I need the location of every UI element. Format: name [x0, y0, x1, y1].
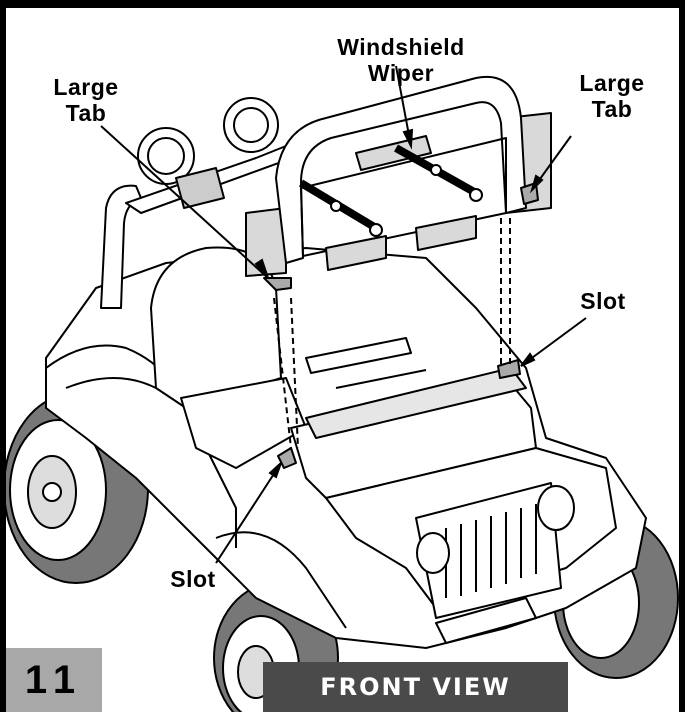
large-tab-right-line2: Tab [591, 96, 633, 122]
windshield-frame [245, 75, 552, 291]
left-slot [277, 447, 297, 469]
step-number-badge: 11 [6, 648, 102, 712]
hood-grille [325, 447, 617, 644]
large-tab-left-line2: Tab [65, 100, 107, 126]
callout-leaders [100, 65, 587, 564]
large-tab-left-label: Large Tab [46, 74, 126, 126]
right-slot [497, 359, 521, 379]
slot-right-label: Slot [580, 288, 626, 314]
roll-bar [100, 97, 307, 309]
front-view-bar: FRONT VIEW [263, 662, 568, 712]
windshield-wiper-label: Windshield Wiper [337, 34, 465, 86]
large-tab-right-line1: Large [579, 70, 645, 96]
jeep-illustration [6, 65, 679, 712]
large-tab-left-line1: Large [53, 74, 119, 100]
large-tab-right-label: Large Tab [572, 70, 652, 122]
seat [150, 246, 307, 469]
alignment-guides [273, 218, 511, 449]
slot-left-label: Slot [170, 566, 216, 592]
dashboard [290, 337, 537, 499]
